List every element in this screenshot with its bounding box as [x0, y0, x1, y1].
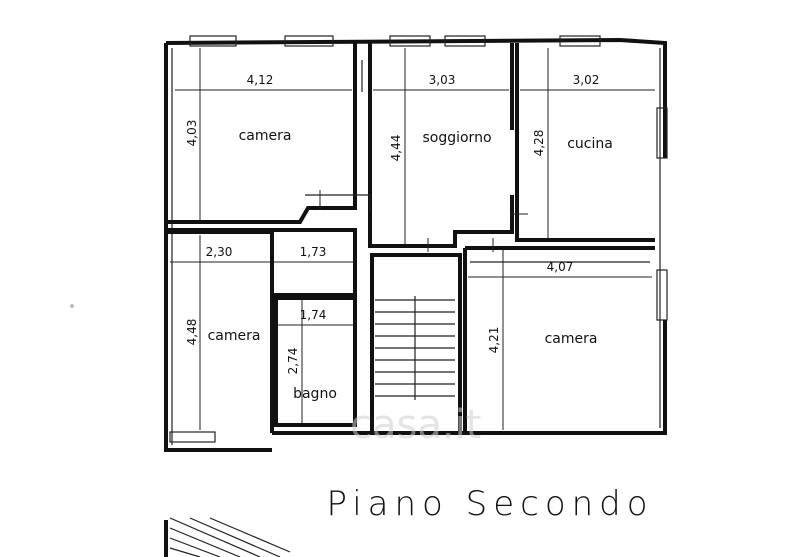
- dim-width-camera-nw: 4,12: [247, 73, 274, 87]
- dim-depth-camera-sw: 4,48: [185, 319, 199, 346]
- room-name-camera-sw: camera: [208, 328, 261, 344]
- speck: [70, 304, 74, 308]
- watermark: casa.it: [350, 402, 481, 448]
- bottom-hatched-element: [164, 517, 291, 557]
- dim-depth-camera-se: 4,21: [487, 327, 501, 354]
- dim-depth-cucina: 4,28: [532, 130, 546, 157]
- dim-width-camera-se: 4,07: [547, 260, 574, 274]
- interior-walls: [166, 43, 655, 435]
- room-name-bagno: bagno: [293, 386, 337, 402]
- dim-width-bagno: 1,74: [300, 308, 327, 322]
- windows: [169, 35, 668, 443]
- room-name-camera-nw: camera: [239, 128, 292, 144]
- dim-depth-bagno: 2,74: [286, 348, 300, 375]
- floor-title: Piano Secondo: [326, 484, 653, 524]
- room-name-camera-se: camera: [545, 331, 598, 347]
- staircase: [375, 296, 455, 400]
- dim-depth-camera-nw: 4,03: [185, 120, 199, 147]
- dim-width-cucina: 3,02: [573, 73, 600, 87]
- dim-width-soggiorno: 3,03: [429, 73, 456, 87]
- dimension-lines: [170, 48, 655, 430]
- room-name-soggiorno: soggiorno: [422, 130, 491, 146]
- dim-width-camera-sw: 2,30: [206, 245, 233, 259]
- dim-width-disimpegno: 1,73: [300, 245, 327, 259]
- room-name-cucina: cucina: [567, 136, 613, 152]
- dim-depth-soggiorno: 4,44: [389, 135, 403, 162]
